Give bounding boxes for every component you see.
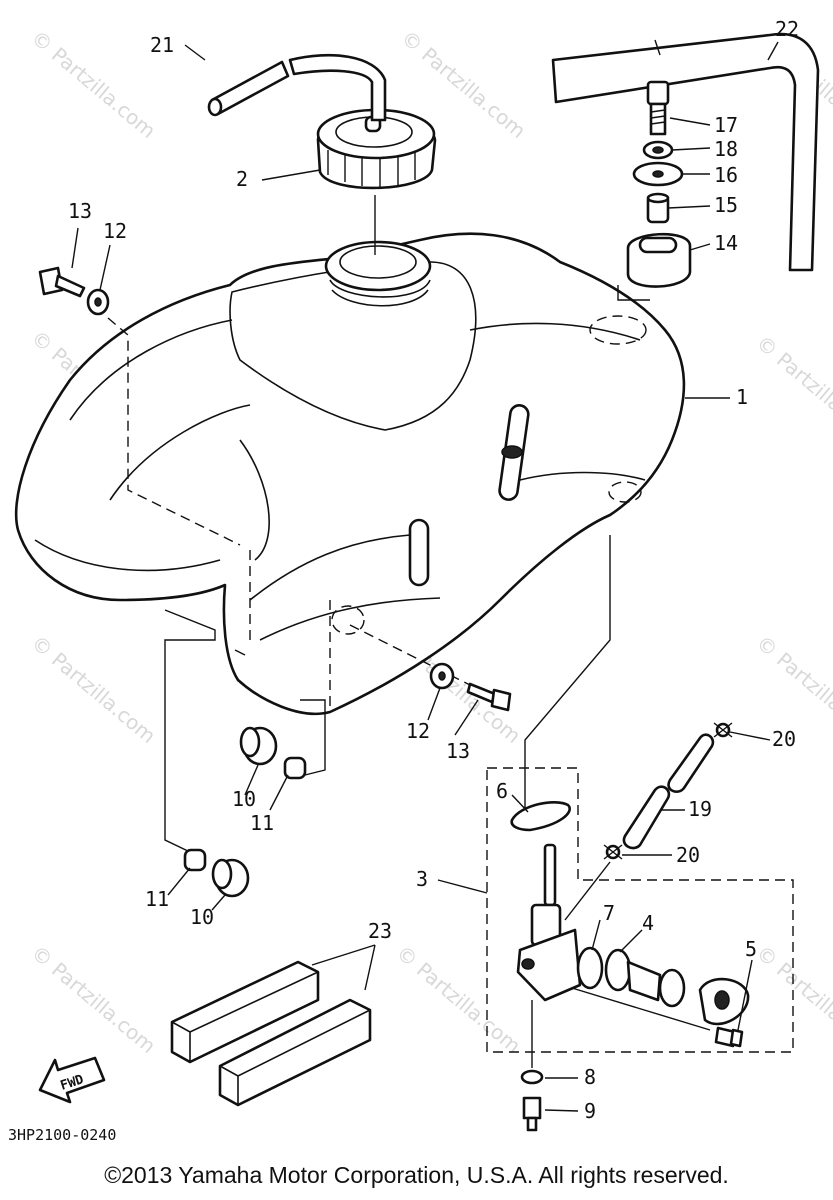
left-mount-bolt: [38, 266, 110, 316]
callout-21: 21: [150, 33, 174, 57]
callout-13: 13: [446, 739, 470, 763]
side-dampers: [183, 726, 307, 898]
fuel-cock-assembly: [486, 722, 794, 1068]
vent-hose: [207, 53, 387, 122]
callout-8: 8: [584, 1065, 596, 1089]
callout-10: 10: [190, 905, 214, 929]
callout-7: 7: [603, 901, 615, 925]
callout-11: 11: [250, 811, 274, 835]
mount-boss: [589, 315, 647, 345]
watermark: © Partzilla.com: [752, 330, 833, 448]
watermark: © Partzilla.com: [27, 25, 161, 143]
callout-19: 19: [688, 797, 712, 821]
warning-labels: [170, 960, 372, 1107]
fwd-label: FWD: [59, 1072, 86, 1094]
watermark: © Partzilla.com: [27, 630, 161, 748]
lower-mount-bolt: [429, 662, 512, 712]
callout-20: 20: [772, 727, 796, 751]
filler-neck: [324, 240, 432, 292]
fuel-tank: [14, 232, 686, 716]
callout-23: 23: [368, 919, 392, 943]
callout-14: 14: [714, 231, 738, 255]
parts-diagram: © Partzilla.com © Partzilla.com © Partzi…: [14, 17, 833, 1132]
tank-cap: [316, 108, 437, 255]
callout-20: 20: [676, 843, 700, 867]
callout-2: 2: [236, 167, 248, 191]
callout-22: 22: [775, 17, 799, 41]
callout-5: 5: [745, 937, 757, 961]
watermark: © Partzilla.com: [27, 940, 161, 1058]
callout-4: 4: [642, 911, 654, 935]
callout-9: 9: [584, 1099, 596, 1123]
callout-12: 12: [103, 219, 127, 243]
callout-6: 6: [496, 779, 508, 803]
mount-boss: [331, 605, 365, 635]
callout-18: 18: [714, 137, 738, 161]
callout-3: 3: [416, 867, 428, 891]
callout-16: 16: [714, 163, 738, 187]
watermark: © Partzilla.com: [392, 940, 526, 1058]
callout-11: 11: [145, 887, 169, 911]
drawing-code: 3HP2100-0240: [8, 1126, 117, 1144]
callout-17: 17: [714, 113, 738, 137]
strap-slot: [408, 518, 430, 587]
callout-numbers: 21 2 13 12 1 17 18 16 15 14 22 12 13 10 …: [68, 17, 799, 1123]
callout-1: 1: [736, 385, 748, 409]
mount-boss: [608, 481, 642, 503]
callout-10: 10: [232, 787, 256, 811]
leader-structure: [164, 535, 611, 853]
callout-12: 12: [406, 719, 430, 743]
drain-hardware: [520, 1069, 544, 1132]
callout-leaders: [71, 41, 779, 1112]
callout-13: 13: [68, 199, 92, 223]
tank-guard-strip: [551, 32, 820, 272]
copyright-notice: ©2013 Yamaha Motor Corporation, U.S.A. A…: [104, 1162, 729, 1188]
fwd-arrow-icon: FWD: [38, 1056, 106, 1104]
callout-15: 15: [714, 193, 738, 217]
top-mount-stack: [617, 80, 692, 301]
